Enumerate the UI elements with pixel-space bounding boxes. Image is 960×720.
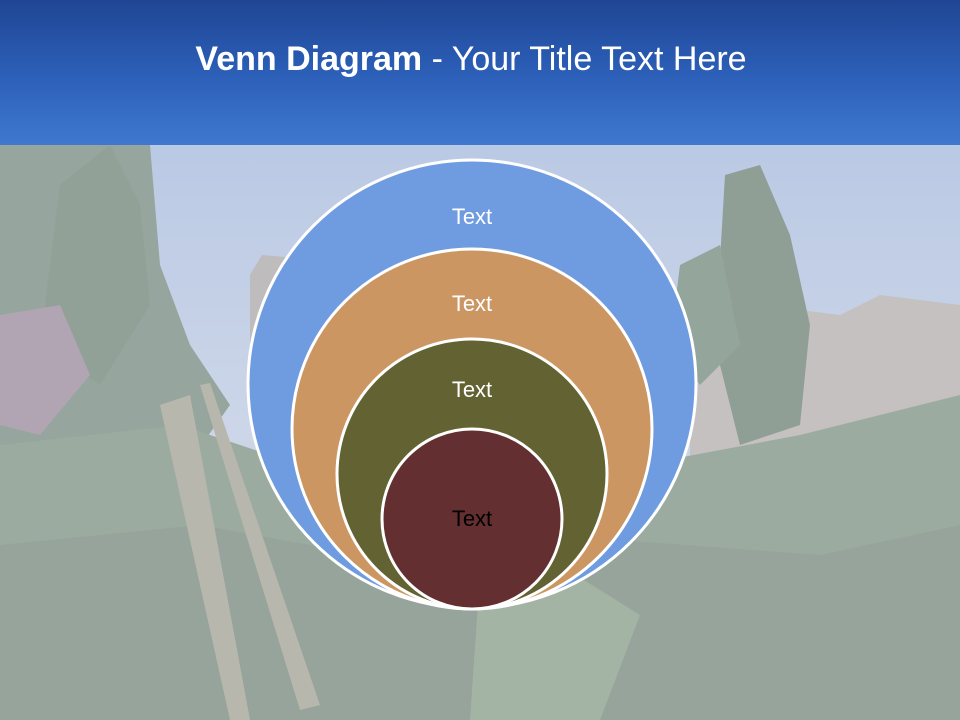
venn-label-second: Text (452, 291, 492, 316)
title-subtitle: - Your Title Text Here (422, 40, 747, 78)
title-bold: Venn Diagram (195, 40, 423, 78)
slide-title: Venn Diagram - Your Title Text Here (0, 40, 942, 79)
venn-label-inner: Text (452, 506, 492, 531)
venn-label-third: Text (452, 377, 492, 402)
venn-ring-inner (380, 427, 564, 611)
venn-label-outer: Text (452, 204, 492, 229)
title-banner: Venn Diagram - Your Title Text Here (0, 0, 960, 145)
